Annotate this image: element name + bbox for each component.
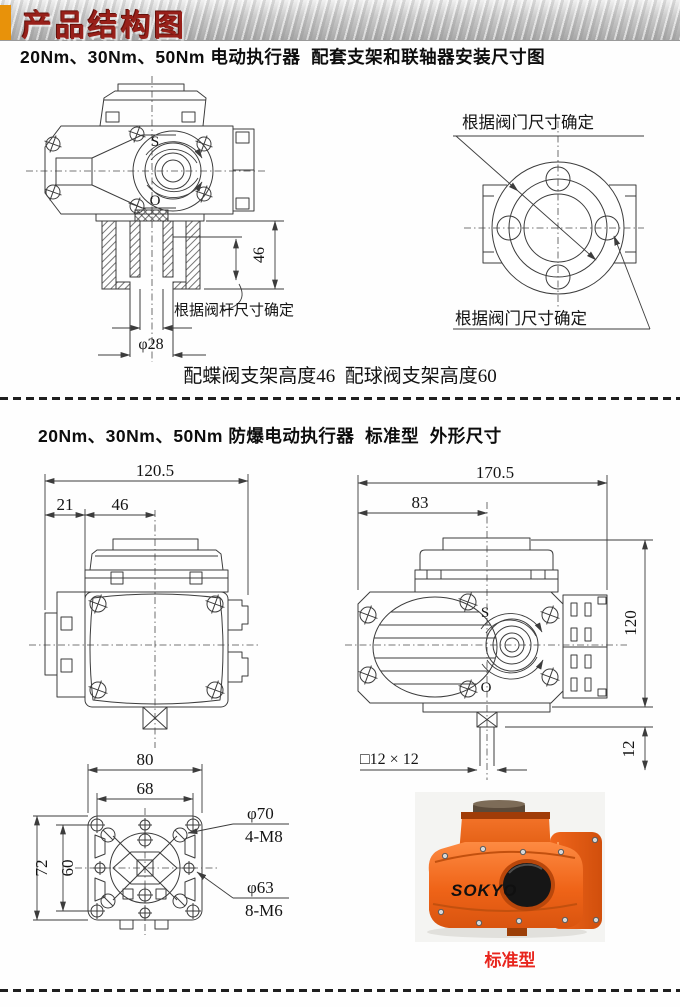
- bolt-callout-large: [187, 823, 289, 835]
- front-view-drawing: 120.5 21 46: [29, 462, 261, 748]
- side-shut-label: S: [481, 605, 489, 621]
- section1-caption: 配蝶阀支架高度46 配球阀支架高度60: [183, 366, 497, 387]
- dim-stem-bore: [98, 325, 206, 358]
- dims: [357, 475, 653, 773]
- shut-label: S: [151, 134, 159, 150]
- bolt-thread-small-label: 8-M6: [245, 901, 283, 920]
- side-open-label: O: [481, 680, 492, 696]
- side-bracket: [44, 591, 86, 698]
- flange-top-note: 根据阀门尺寸确定: [462, 113, 594, 132]
- bolt-circle-small-label: φ63: [247, 878, 274, 897]
- section1-title: 20Nm、30Nm、50Nm 电动执行器 配套支架和联轴器安装尺寸图: [20, 47, 546, 67]
- actuator-body-face: [40, 121, 234, 219]
- header-accent-bar: [0, 5, 11, 40]
- side-overall-length-label: 170.5: [476, 463, 514, 482]
- open-label: O: [150, 193, 161, 209]
- bottom-leader: [453, 235, 651, 330]
- header-band: 产品结构图: [0, 0, 680, 43]
- bolt-callout-small: [196, 871, 289, 899]
- bottom-view-drawing: 80 68 72 60: [32, 753, 289, 935]
- output-shaft: [142, 706, 168, 730]
- bracket-height-label: 46: [251, 247, 268, 263]
- section-divider: [0, 397, 680, 400]
- coupling-dia-label: φ28: [138, 336, 163, 353]
- dim-bracket-height: [173, 220, 284, 312]
- brand-logo: SOKYO: [451, 881, 517, 900]
- top-leader: [453, 135, 644, 261]
- mounting-bracket-section: [95, 209, 205, 357]
- shaft-hub: [480, 613, 544, 680]
- actuator-coupling-drawing: S O: [26, 76, 294, 362]
- body-outline: [84, 538, 229, 708]
- dims: [44, 474, 249, 610]
- bolt-circle-large-label: φ70: [247, 804, 274, 823]
- side-height-label: 120: [621, 610, 640, 636]
- side-center-offset-label: 83: [412, 493, 429, 512]
- flange-bottom-note: 根据阀门尺寸确定: [455, 309, 587, 328]
- terminal-box: [562, 594, 608, 699]
- bolt-span-v-label: 60: [58, 860, 77, 877]
- plate-depth-label: 72: [32, 860, 51, 877]
- product-photo: SOKYO: [415, 792, 605, 942]
- terminal-box: [232, 128, 255, 212]
- centerlines: [26, 76, 266, 362]
- mounting-plate: [87, 815, 203, 930]
- plate-width-label: 80: [137, 753, 154, 769]
- shaft-square-label: □12 × 12: [360, 751, 419, 768]
- side-shaft-drop-label: 12: [619, 741, 638, 758]
- actuator-photo-body: [428, 800, 602, 936]
- dims: [33, 764, 203, 921]
- front-overall-width-label: 120.5: [136, 462, 174, 480]
- valve-flange-drawing: 根据阀门尺寸确定 根据阀门尺寸确定: [453, 113, 651, 330]
- front-center-offset-label: 46: [112, 495, 129, 514]
- bolt-thread-large-label: 4-M8: [245, 827, 283, 846]
- face-screws: [354, 588, 564, 703]
- bottom-divider: [0, 989, 680, 992]
- section2-title: 20Nm、30Nm、50Nm 防爆电动执行器 标准型 外形尺寸: [38, 426, 502, 446]
- cable-glands: [227, 599, 249, 683]
- top-cap: [99, 83, 207, 127]
- side-view-drawing: 170.5 83 120 12 □12 × 12 S O: [345, 463, 653, 780]
- page-title: 产品结构图: [22, 10, 187, 43]
- centerlines: [464, 121, 644, 307]
- bottom-plate-shaft: [422, 702, 551, 766]
- bolt-span-h-label: 68: [137, 779, 154, 798]
- photo-caption: 标准型: [484, 951, 536, 970]
- hand-knob: [503, 863, 551, 907]
- stem-note-label: 根据阀杆尺寸确定: [174, 302, 294, 319]
- centerlines: [29, 510, 261, 748]
- bracket-tabs: [482, 184, 637, 264]
- front-left-offset-label: 21: [57, 495, 74, 514]
